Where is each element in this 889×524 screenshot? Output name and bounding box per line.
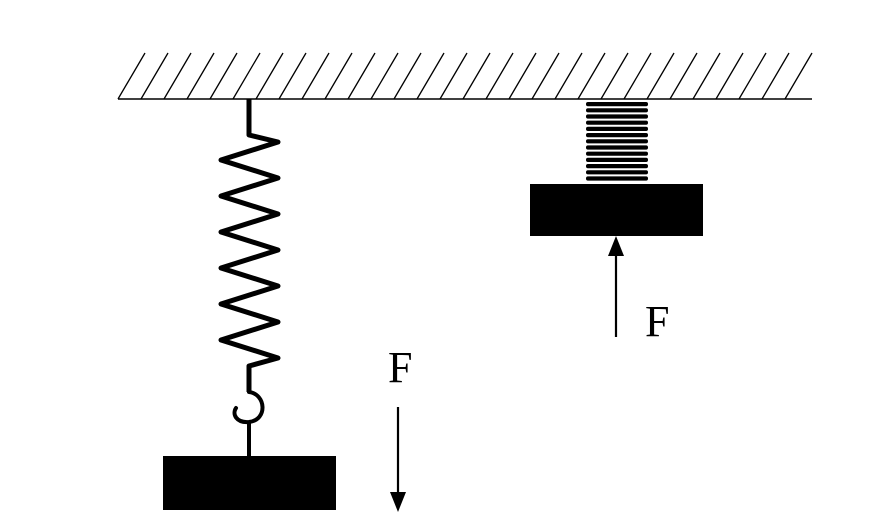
hatch-line bbox=[301, 52, 330, 100]
hatch-line bbox=[554, 52, 583, 100]
spring-coil bbox=[586, 164, 648, 169]
hatch-line bbox=[117, 52, 146, 100]
downward-force-arrow bbox=[390, 407, 406, 512]
hatch-line bbox=[324, 52, 353, 100]
hatch-line bbox=[784, 52, 813, 100]
compressed-spring-assembly bbox=[530, 102, 703, 236]
compressed-spring bbox=[586, 102, 648, 181]
hatch-line bbox=[278, 52, 307, 100]
hatch-line bbox=[623, 52, 652, 100]
spring-coil bbox=[586, 133, 648, 138]
spring-coil bbox=[586, 120, 648, 125]
hatch-line bbox=[531, 52, 560, 100]
stretched-spring-assembly bbox=[163, 99, 336, 510]
force-label-right: F bbox=[645, 297, 669, 346]
hatch-line bbox=[577, 52, 606, 100]
hatch-line bbox=[646, 52, 675, 100]
spring-coil bbox=[586, 145, 648, 150]
hatch-line bbox=[232, 52, 261, 100]
hanging-block bbox=[163, 456, 336, 510]
hatch-line bbox=[508, 52, 537, 100]
hatch-line bbox=[140, 52, 169, 100]
spring-coil bbox=[586, 126, 648, 131]
pushed-block bbox=[530, 184, 703, 236]
hatch-line bbox=[669, 52, 698, 100]
ceiling bbox=[117, 52, 813, 100]
hatch-line bbox=[393, 52, 422, 100]
hatch-line bbox=[485, 52, 514, 100]
spring-coil bbox=[586, 102, 648, 107]
force-label-left: F bbox=[388, 343, 412, 392]
spring-coil bbox=[586, 151, 648, 156]
hook bbox=[232, 390, 265, 425]
spring-coil bbox=[586, 114, 648, 119]
hatch-line bbox=[347, 52, 376, 100]
upward-force-arrow bbox=[608, 236, 624, 337]
hatch-line bbox=[370, 52, 399, 100]
spring-coil bbox=[586, 176, 648, 181]
hatch-line bbox=[186, 52, 215, 100]
hatch-line bbox=[462, 52, 491, 100]
hatch-line bbox=[715, 52, 744, 100]
hatch-line bbox=[439, 52, 468, 100]
hatch-line bbox=[163, 52, 192, 100]
hatch-line bbox=[692, 52, 721, 100]
hatch-line bbox=[761, 52, 790, 100]
ceiling-hatching bbox=[117, 52, 813, 100]
spring-coil bbox=[586, 108, 648, 113]
hatch-line bbox=[255, 52, 284, 100]
hatch-line bbox=[416, 52, 445, 100]
spring-coil bbox=[586, 139, 648, 144]
spring-coil bbox=[586, 170, 648, 175]
hatch-line bbox=[209, 52, 238, 100]
hatch-line bbox=[738, 52, 767, 100]
stretched-spring bbox=[218, 132, 281, 369]
spring-coil bbox=[586, 157, 648, 162]
hatch-line bbox=[600, 52, 629, 100]
